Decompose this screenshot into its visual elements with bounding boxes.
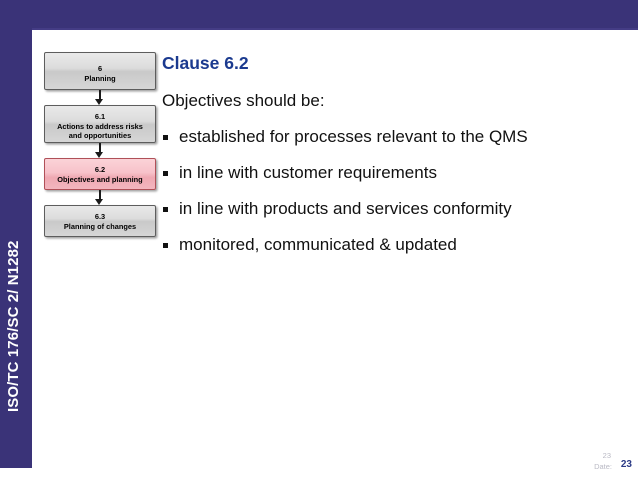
footer-count: 23	[602, 451, 611, 460]
slide-body: Clause 6.2 Objectives should be: establi…	[162, 52, 624, 270]
flow-arrow-61-to-62	[44, 143, 156, 158]
square-bullet-icon	[163, 135, 168, 140]
left-accent-bar: ISO/TC 176/SC 2/ N1282	[0, 0, 32, 468]
bullet-item: monitored, communicated & updated	[162, 234, 624, 256]
lead-text: Objectives should be:	[162, 91, 325, 110]
slide-canvas: 6 Planning 6.1 Actions to address risks …	[32, 30, 638, 478]
top-accent-bar	[0, 0, 638, 30]
flow-node-6-3[interactable]: 6.3 Planning of changes	[44, 205, 156, 237]
arrow-head-icon	[95, 152, 103, 158]
flow-arrow-6-to-61	[44, 90, 156, 105]
bullet-item: in line with customer requirements	[162, 162, 624, 184]
clause-title: Clause 6.2	[162, 53, 249, 73]
objectives-bullet-list: established for processes relevant to th…	[162, 126, 624, 256]
bullet-text: monitored, communicated & updated	[179, 235, 457, 254]
arrow-shaft-icon	[99, 190, 101, 200]
flow-node-6-3-label: Planning of changes	[63, 221, 137, 231]
flow-node-6-number: 6	[97, 64, 103, 73]
flow-node-6-1-label: Actions to address risks	[57, 121, 143, 131]
arrow-shaft-icon	[99, 143, 101, 153]
flow-node-6-1-number: 6.1	[94, 112, 106, 121]
square-bullet-icon	[163, 207, 168, 212]
square-bullet-icon	[163, 243, 168, 248]
flow-node-6-1[interactable]: 6.1 Actions to address risks and opportu…	[44, 105, 156, 143]
bullet-text: in line with products and services confo…	[179, 199, 512, 218]
bullet-text: in line with customer requirements	[179, 163, 437, 182]
bullet-item: established for processes relevant to th…	[162, 126, 624, 148]
footer-date-label: Date:	[594, 462, 612, 471]
flow-node-6-2-number: 6.2	[94, 165, 106, 174]
flow-node-6-2-label: Objectives and planning	[57, 174, 143, 184]
flow-node-6[interactable]: 6 Planning	[44, 52, 156, 90]
flow-node-6-1-label-2: and opportunities	[68, 131, 132, 141]
bullet-item: in line with products and services confo…	[162, 198, 624, 220]
arrow-head-icon	[95, 99, 103, 105]
document-code: ISO/TC 176/SC 2/ N1282	[5, 240, 22, 412]
bullet-text: established for processes relevant to th…	[179, 127, 528, 146]
clause-6-flowchart: 6 Planning 6.1 Actions to address risks …	[44, 52, 164, 237]
flow-node-6-3-number: 6.3	[94, 212, 106, 221]
arrow-head-icon	[95, 199, 103, 205]
square-bullet-icon	[163, 171, 168, 176]
flow-node-6-label: Planning	[84, 73, 116, 83]
flow-node-6-2[interactable]: 6.2 Objectives and planning	[44, 158, 156, 190]
footer-page-number: 23	[620, 459, 632, 470]
flow-arrow-62-to-63	[44, 190, 156, 205]
accent-bar-seam	[0, 28, 638, 30]
arrow-shaft-icon	[99, 90, 101, 100]
